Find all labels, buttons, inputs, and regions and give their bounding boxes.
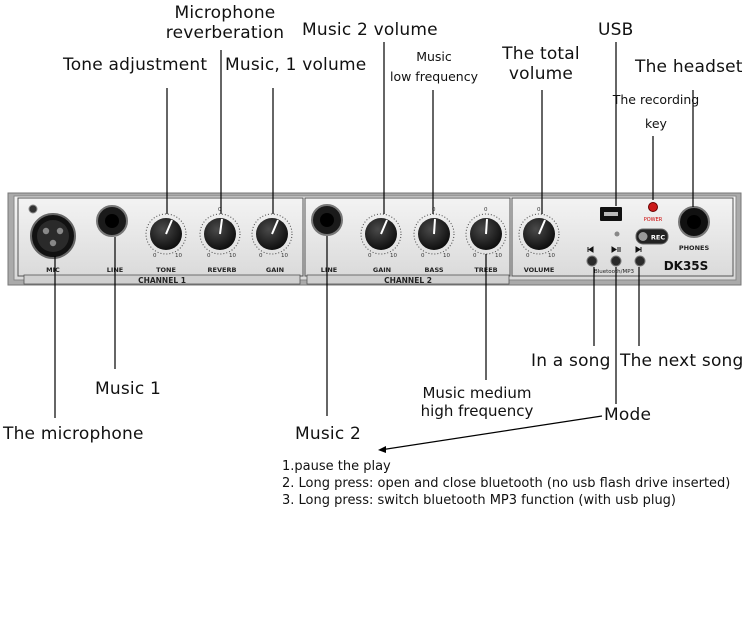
- bass-scale-min: 0: [421, 253, 425, 259]
- mode-callout: Mode: [604, 405, 652, 425]
- gain1-scale-max: 10: [281, 253, 288, 259]
- treeb-scale-top: 0: [484, 207, 488, 213]
- music2-callout: Music 2: [295, 424, 361, 444]
- recording-key-line2: key: [645, 116, 667, 131]
- recording-key-callout: The recording key: [610, 88, 702, 136]
- bass-scale-max: 10: [443, 253, 450, 259]
- leader-lines: [54, 42, 694, 451]
- prev-button: [586, 246, 598, 267]
- gain1-knob: [251, 213, 293, 255]
- mic-reverb-line2: reverberation: [165, 23, 285, 43]
- next-song-callout: The next song: [620, 351, 744, 371]
- treeb-scale-min: 0: [473, 253, 477, 259]
- recording-key-line1: The recording: [612, 92, 700, 107]
- channel1-bar: [23, 274, 301, 285]
- headset-callout: The headset: [635, 57, 743, 77]
- music-low-line2: low frequency: [389, 69, 478, 84]
- reverb-scale-min: 0: [207, 253, 211, 259]
- volume-scale-top: 0: [537, 207, 541, 213]
- microphone-callout: The microphone: [3, 424, 144, 444]
- music-mid-high-line2: high frequency: [420, 402, 534, 420]
- mic-reverb-line1: Microphone: [174, 3, 276, 23]
- usb-callout: USB: [598, 20, 634, 40]
- bass-label: BASS: [424, 266, 443, 274]
- mic-jack: [28, 204, 76, 259]
- line1-jack: [96, 205, 128, 237]
- master-border: [511, 197, 734, 277]
- phones-jack: [678, 206, 710, 238]
- phones-label: PHONES: [679, 244, 710, 252]
- mic-label: MIC: [46, 266, 60, 274]
- music-mid-high-callout: Music medium high frequency: [418, 384, 536, 420]
- power-led: [648, 202, 658, 212]
- music1-volume-callout: Music, 1 volume: [225, 55, 367, 75]
- tone-scale-min: 0: [153, 253, 157, 259]
- total-volume-callout: The total volume: [494, 44, 588, 84]
- line2-label: LINE: [321, 266, 337, 274]
- music1-callout: Music 1: [95, 379, 161, 399]
- reverb-knob: [199, 213, 241, 255]
- music-low-frequency-callout: Music low frequency: [382, 47, 486, 87]
- bass-knob: [413, 213, 455, 255]
- total-volume-line2: volume: [508, 64, 574, 84]
- volume-scale-min: 0: [526, 253, 530, 259]
- gain2-scale-min: 0: [368, 253, 372, 259]
- treeb-knob: [465, 213, 507, 255]
- tone-label: TONE: [156, 266, 176, 274]
- rec-label: REC: [651, 234, 665, 242]
- tone-knob: [145, 213, 187, 255]
- music-low-line1: Music: [416, 49, 452, 64]
- mic-reverb-callout: Microphone reverberation: [158, 3, 292, 43]
- gain2-knob: [360, 213, 402, 255]
- mode-notes: 1.pause the play 2. Long press: open and…: [282, 458, 730, 509]
- reverb-scale-top: 0: [218, 207, 222, 213]
- tone-scale-max: 10: [175, 253, 182, 259]
- gain1-scale-min: 0: [259, 253, 263, 259]
- mode-note-1: 1.pause the play: [282, 459, 391, 474]
- next-button: [634, 246, 646, 267]
- reverb-label: REVERB: [208, 266, 237, 274]
- channel1-label: CHANNEL 1: [138, 276, 186, 285]
- reverb-scale-max: 10: [229, 253, 236, 259]
- rec-button: [635, 228, 669, 245]
- channel2-bar: [306, 274, 510, 285]
- indicator-led: [614, 231, 620, 237]
- gain1-label: GAIN: [266, 266, 284, 274]
- total-volume-line1: The total: [502, 44, 580, 64]
- volume-scale-max: 10: [548, 253, 555, 259]
- mode-arrow-head: [378, 446, 386, 453]
- music-mid-high-line1: Music medium: [422, 384, 532, 402]
- music2-volume-callout: Music 2 volume: [302, 20, 438, 40]
- mode-note-2: 2. Long press: open and close bluetooth …: [282, 476, 731, 491]
- gain2-scale-max: 10: [390, 253, 397, 259]
- power-label: POWER: [644, 217, 663, 223]
- in-a-song-callout: In a song: [531, 351, 611, 371]
- bass-scale-top: 0: [432, 207, 436, 213]
- volume-knob: [518, 213, 560, 255]
- mode-note-3: 3. Long press: switch bluetooth MP3 func…: [282, 493, 677, 508]
- tone-adjustment-callout: Tone adjustment: [63, 55, 208, 75]
- model-label: DK35S: [664, 259, 709, 273]
- bluetooth-mp3-label: Bluetooth/MP3: [594, 269, 635, 275]
- usb-port: [600, 207, 622, 221]
- play-pause-button: [610, 246, 622, 267]
- gain2-label: GAIN: [373, 266, 391, 274]
- line2-jack: [311, 204, 343, 236]
- channel2-label: CHANNEL 2: [384, 276, 432, 285]
- volume-label: VOLUME: [524, 266, 555, 274]
- treeb-scale-max: 10: [495, 253, 502, 259]
